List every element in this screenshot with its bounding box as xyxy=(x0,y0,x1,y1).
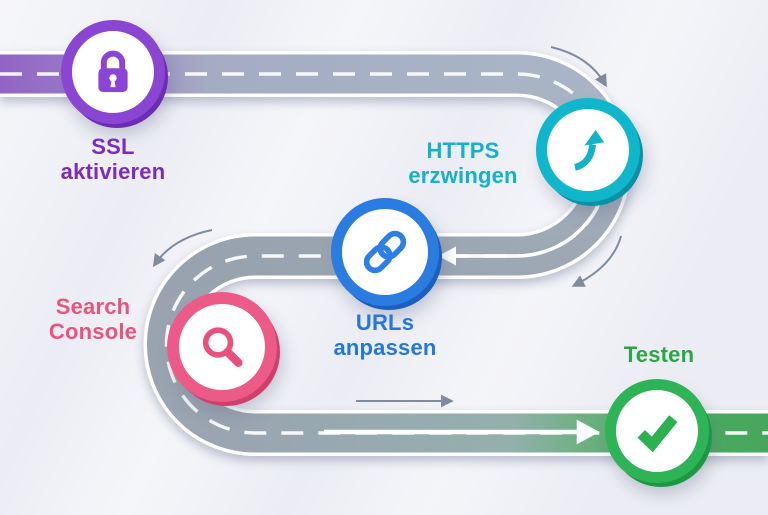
step-label-search-console: Search Console xyxy=(48,294,138,344)
step-label-line: anpassen xyxy=(333,334,437,360)
step-label-ssl-aktivieren: SSL aktivieren xyxy=(60,134,166,184)
step-label-line: Search xyxy=(55,294,131,319)
step-label-line: SSL xyxy=(91,134,135,159)
magnifier-icon xyxy=(202,327,243,367)
step-label-urls-anpassen: URLs anpassen xyxy=(333,310,437,360)
step-circle-urls xyxy=(331,198,439,306)
guide-arrow-top-right xyxy=(550,46,607,88)
step-label-https-erzwingen: HTTPS erzwingen xyxy=(408,138,518,188)
step-label-line: aktivieren xyxy=(60,158,166,184)
step-circle-testen xyxy=(605,379,709,483)
road-arrow-left xyxy=(438,189,606,266)
step-circle-https xyxy=(536,98,640,202)
checkmark-icon xyxy=(637,415,678,453)
lock-icon xyxy=(98,50,128,93)
guide-arrow-left xyxy=(152,229,213,268)
redirect-arrow-icon xyxy=(574,129,605,171)
guide-arrow-right-down xyxy=(571,235,622,287)
step-label-testen: Testen xyxy=(623,342,695,368)
step-label-line: erzwingen xyxy=(408,162,518,188)
step-label-line: Testen xyxy=(623,342,695,367)
chain-link-icon xyxy=(363,230,407,274)
step-circle-search-console xyxy=(167,292,277,402)
step-label-line: URLs xyxy=(355,310,415,335)
step-label-line: HTTPS xyxy=(426,138,500,163)
step-circle-ssl xyxy=(61,20,165,124)
step-label-line: Console xyxy=(48,318,138,344)
